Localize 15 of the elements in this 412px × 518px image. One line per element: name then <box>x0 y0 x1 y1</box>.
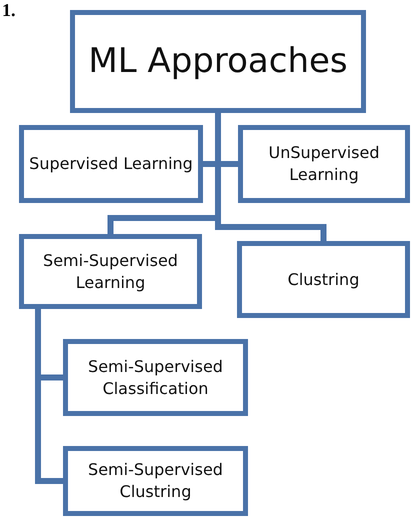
process-box <box>19 125 203 203</box>
figure-number: 1. <box>2 1 16 19</box>
process-box <box>63 339 248 416</box>
process-box <box>238 125 410 203</box>
node-label: Semi-Supervised Learning <box>42 250 179 294</box>
node-label: Supervised Learning <box>29 153 193 175</box>
node-label: ML Approaches <box>88 40 348 83</box>
process-box <box>237 241 410 318</box>
process-box <box>63 446 248 516</box>
node-label: Semi-Supervised Clustring <box>87 459 224 503</box>
node-label: Semi-Supervised Classification <box>87 356 224 400</box>
process-box <box>70 10 366 113</box>
process-box <box>19 234 202 309</box>
node-label: UnSupervised Learning <box>268 142 380 186</box>
node-label: Clustring <box>288 268 360 290</box>
